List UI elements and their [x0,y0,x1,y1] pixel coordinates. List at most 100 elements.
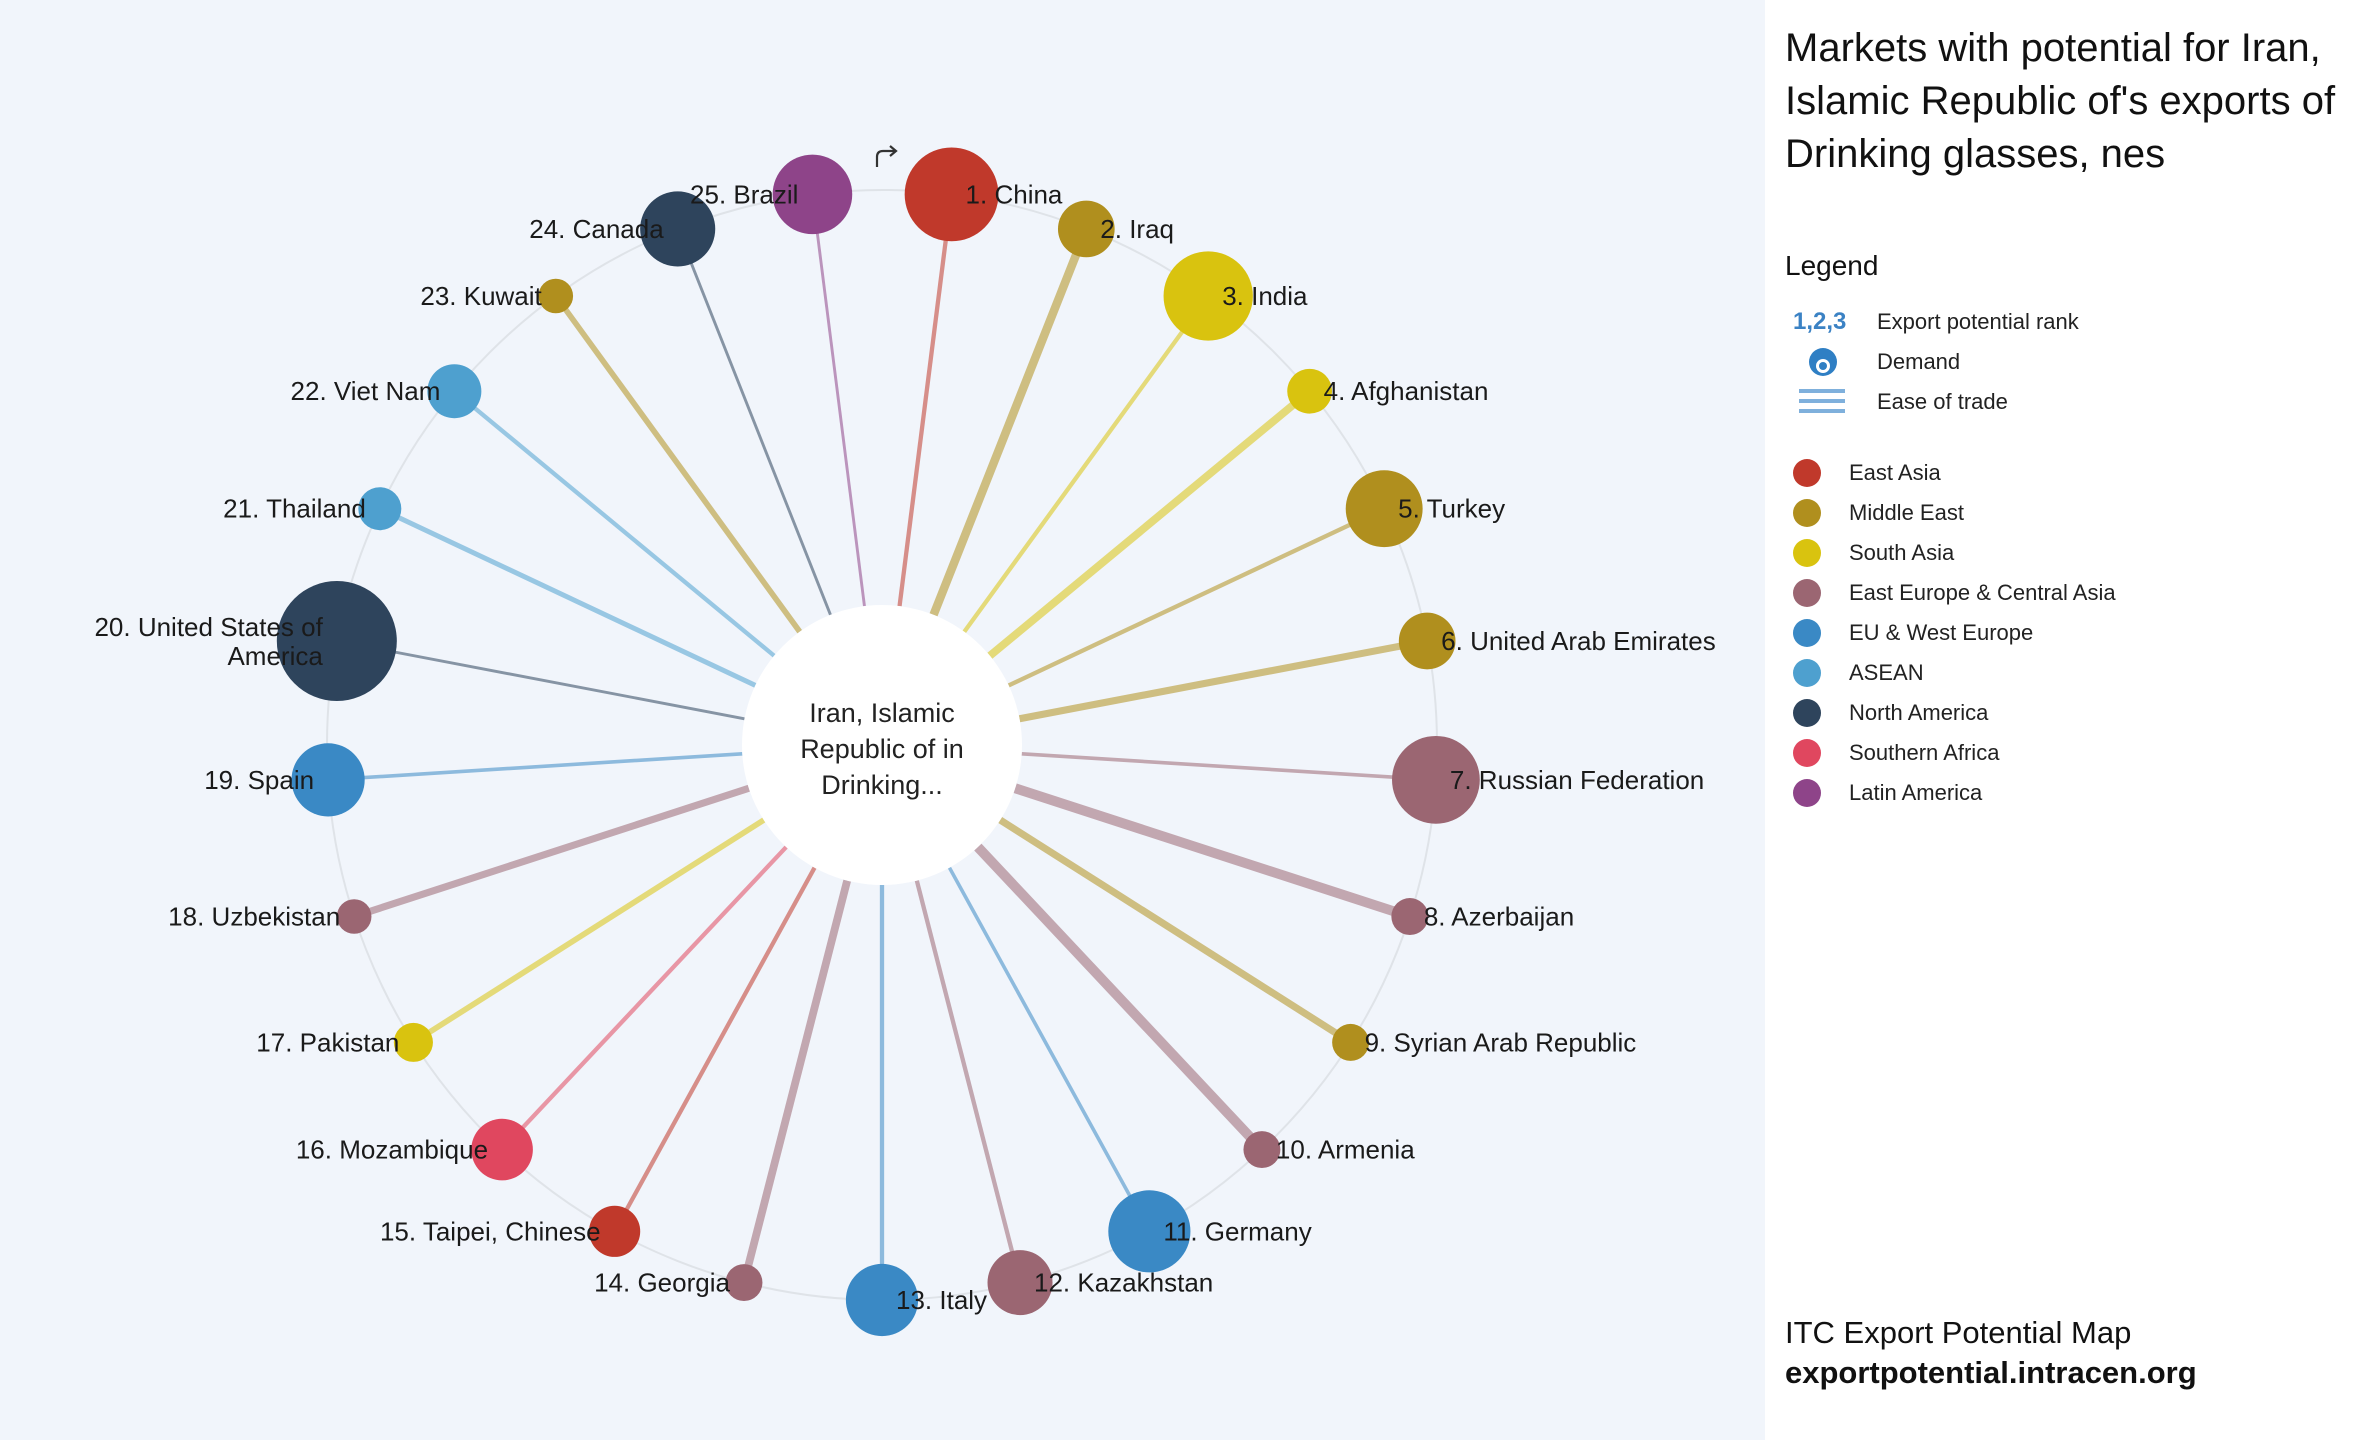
market-label[interactable]: 3. India [1222,281,1308,311]
legend-region-item[interactable]: East Europe & Central Asia [1785,573,2116,613]
demand-circle-icon [1809,348,1837,376]
spoke-line [998,817,1353,1046]
spokes [327,194,1437,1300]
demand-dot[interactable] [987,1250,1053,1316]
demand-dot[interactable] [640,191,716,267]
spoke-line [612,866,817,1233]
spoke-line [897,194,954,607]
market-label[interactable]: 10. Armenia [1276,1135,1415,1165]
legend-region-item[interactable]: Southern Africa [1785,733,1999,773]
region-color-dot [1793,619,1821,647]
demand-dot[interactable] [538,278,574,314]
demand-dot[interactable] [1392,735,1480,824]
demand-dot[interactable] [1345,470,1423,548]
chart-area: 1. China 2. Iraq 3. India 4. Afghanistan 5. … [0,0,1765,1440]
market-label[interactable]: 23. Kuwait [420,281,542,311]
market-label[interactable]: 15. Taipei, Chinese [380,1216,601,1246]
demand-dot[interactable] [1398,612,1456,670]
legend-region-item[interactable]: North America [1785,693,1988,733]
legend-region-item[interactable]: East Asia [1785,453,1941,493]
demand-dot[interactable] [589,1205,641,1257]
demand-dot[interactable] [1287,368,1333,414]
demand-dot[interactable] [1057,200,1115,258]
market-label[interactable]: 22. Viet Nam [291,376,441,406]
market-label[interactable]: 11. Germany [1163,1216,1311,1246]
market-label[interactable]: 16. Mozambique [296,1135,488,1165]
demand-dot[interactable] [471,1118,533,1181]
market-label[interactable]: 5. Turkey [1398,494,1505,524]
demand-dot[interactable] [845,1263,919,1337]
legend-rank: 1,2,3 Export potential rank [1785,302,2079,342]
spoke-line [1018,637,1428,723]
demand-dot[interactable] [1391,898,1429,935]
side-panel: Markets with potential for Iran, Islamic… [1765,0,2360,1440]
demand-dot[interactable] [291,743,365,817]
legend-demand-label: Demand [1877,349,1961,374]
legend-region-item[interactable]: Latin America [1785,773,1982,813]
market-label[interactable]: 8. Azerbaijan [1424,902,1574,932]
region-label: Middle East [1849,500,1964,525]
region-color-dot [1793,459,1821,487]
demand-dot[interactable] [1243,1131,1281,1169]
legend-region-item[interactable]: EU & West Europe [1785,613,2033,653]
legend-title: Legend [1785,250,1879,281]
market-label[interactable]: 19. Spain [204,765,314,795]
spoke-line [378,506,757,688]
market-label[interactable]: 18. Uzbekistan [168,902,340,932]
region-label: Southern Africa [1849,740,2000,765]
spoke-line [811,194,866,607]
market-label[interactable]: 9. Syrian Arab Republic [1365,1027,1637,1057]
market-label[interactable]: 1. China [966,179,1063,209]
demand-dot[interactable] [393,1022,433,1062]
rank-symbol: 1,2,3 [1793,308,1847,335]
market-label[interactable]: 14. Georgia [594,1268,730,1298]
market-label[interactable]: 7. Russian Federation [1450,765,1704,795]
spoke-line [740,879,851,1284]
demand-dot[interactable] [1163,251,1253,341]
reset-arrow-icon[interactable] [875,145,898,167]
region-color-dot [1793,659,1821,687]
demand-dot[interactable] [276,581,397,702]
region-color-dot [1793,579,1821,607]
market-label[interactable]: 21. Thailand [223,494,366,524]
region-color-dot [1793,499,1821,527]
radial-chart: 1. China 2. Iraq 3. India 4. Afghanistan 5. … [94,145,1716,1337]
spoke-line [327,751,743,782]
legend-region-item[interactable]: ASEAN [1785,653,1924,693]
spoke-line [411,817,766,1045]
center-circle[interactable] [742,605,1022,885]
demand-dot[interactable] [772,154,853,235]
legend-demand: Demand [1785,342,1960,382]
demand-dot[interactable] [1332,1023,1370,1061]
demand-dot[interactable] [336,899,372,934]
center-label-line-3: Drinking... [821,770,943,800]
region-label: East Europe & Central Asia [1849,580,2116,605]
market-label[interactable]: 4. Afghanistan [1324,376,1489,406]
market-label[interactable]: 13. Italy [896,1285,987,1315]
region-label: Latin America [1849,780,1983,805]
demand-dot[interactable] [358,487,402,531]
footer-url[interactable]: exportpotential.intracen.org [1785,1355,2197,1390]
demand-dot[interactable] [1108,1190,1191,1273]
legend-region-item[interactable]: Middle East [1785,493,1964,533]
region-color-dot [1793,699,1821,727]
market-label[interactable]: 12. Kazakhstan [1034,1268,1213,1298]
legend-region-item[interactable]: South Asia [1785,533,1954,573]
demand-dot[interactable] [904,147,999,242]
market-label[interactable]: 2. Iraq [1100,214,1174,244]
chart-title: Markets with potential for Iran, Islamic… [1785,26,2336,176]
region-color-dot [1793,739,1821,767]
demand-dots [276,147,1480,1337]
market-label[interactable]: 24. Canada [529,214,664,244]
spoke-line [353,784,750,920]
spoke-line [987,388,1313,659]
demand-dot[interactable] [725,1264,763,1302]
demand-dot[interactable] [427,364,482,419]
spoke-line [676,228,832,616]
market-label[interactable]: 17. Pakistan [256,1027,399,1057]
market-label[interactable]: 25. Brazil [690,179,798,209]
spoke-line [929,227,1091,617]
center-label-line-1: Iran, Islamic [809,698,955,728]
market-label[interactable]: 6. United Arab Emirates [1441,626,1716,656]
